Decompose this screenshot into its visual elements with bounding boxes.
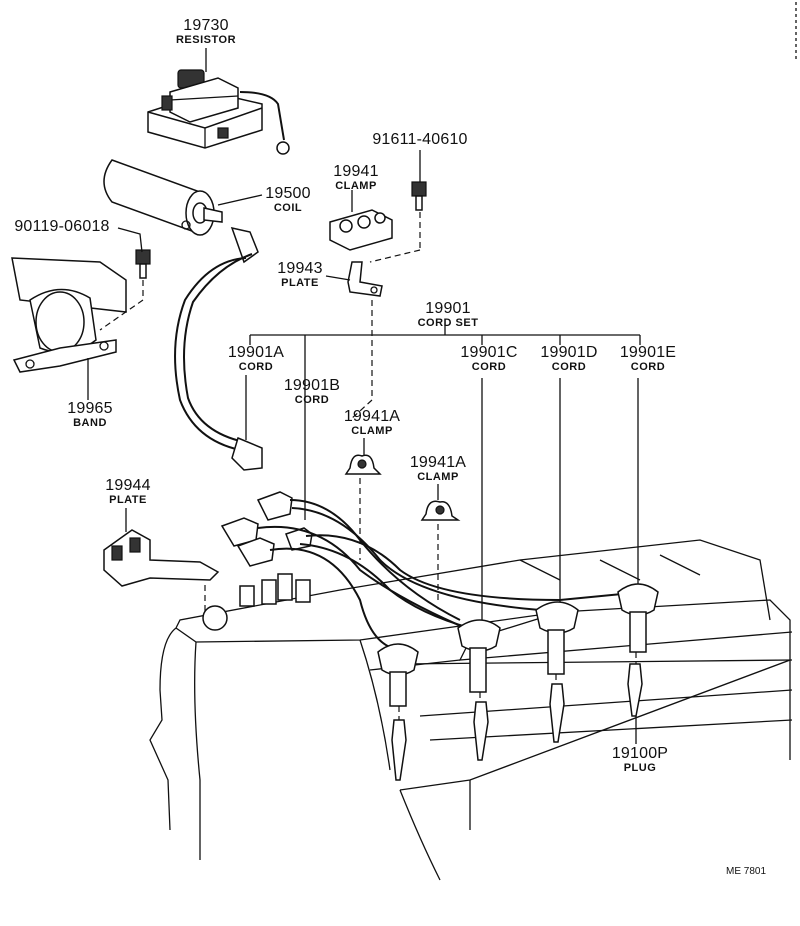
part-number: 90119-06018 xyxy=(14,218,110,235)
part-number: 19100P xyxy=(611,745,669,762)
plate-19944-part xyxy=(103,529,220,612)
spark-plugs xyxy=(377,583,659,781)
part-name: CLAMP xyxy=(417,471,459,483)
label-cordC: 19901C CORD xyxy=(460,345,517,373)
label-cordB: 19901B CORD xyxy=(284,378,340,406)
part-name: BAND xyxy=(73,417,107,429)
part-number: 19941 xyxy=(333,163,379,180)
label-cordE: 19901E CORD xyxy=(620,345,676,373)
part-number: 19901D xyxy=(540,344,598,361)
part-number: 19730 xyxy=(183,17,229,34)
part-name: CLAMP xyxy=(335,180,377,192)
plug-cords xyxy=(220,491,623,649)
part-name: CORD xyxy=(238,361,274,373)
engine-head xyxy=(149,539,793,881)
label-clampA1: 19941A CLAMP xyxy=(344,409,400,437)
band-bracket-group xyxy=(11,249,151,373)
resistor-part xyxy=(147,69,290,155)
part-name: CORD xyxy=(551,361,587,373)
part-name: COIL xyxy=(273,202,303,214)
plate-leader xyxy=(325,275,351,281)
label-plate2: 19944 PLATE xyxy=(105,478,151,506)
reference-code: ME 7801 xyxy=(726,866,767,877)
part-number: 91611-40610 xyxy=(372,131,468,148)
part-number: 19901C xyxy=(460,344,518,361)
label-band: 19965 BAND xyxy=(67,401,113,429)
part-name: RESISTOR xyxy=(175,34,237,46)
part-name: CORD xyxy=(630,361,666,373)
part-number: 19943 xyxy=(277,260,323,277)
label-clampA2: 19941A CLAMP xyxy=(410,455,466,483)
label-plate: 19943 PLATE xyxy=(277,261,323,289)
part-name: PLATE xyxy=(281,277,319,289)
label-cordset: 19901 CORD SET xyxy=(418,301,479,329)
part-number: 19901 xyxy=(425,300,471,317)
label-bolt2: 90119-06018 xyxy=(14,219,109,235)
part-name: CORD xyxy=(294,394,330,406)
label-clamp: 19941 CLAMP xyxy=(333,164,379,192)
coil-part xyxy=(103,159,263,471)
cordset-bracket xyxy=(245,326,641,625)
part-number: 19901B xyxy=(283,377,341,394)
part-number: 19901A xyxy=(227,344,285,361)
coil-leader xyxy=(217,194,263,206)
part-number: 19944 xyxy=(105,477,151,494)
part-number: 19965 xyxy=(67,400,113,417)
part-name: CORD xyxy=(471,361,507,373)
label-resistor: 19730 RESISTOR xyxy=(176,18,236,46)
bolt-clamp-plate-group xyxy=(329,181,427,421)
part-number: 19500 xyxy=(265,185,311,202)
label-cordA: 19901A CORD xyxy=(228,345,284,373)
part-number: 19901E xyxy=(619,344,677,361)
part-name: PLATE xyxy=(109,494,147,506)
label-cordD: 19901D CORD xyxy=(540,345,597,373)
bolt2-leader xyxy=(117,227,143,253)
part-number: 19941A xyxy=(409,454,467,471)
label-bolt: 91611-40610 xyxy=(372,132,467,148)
part-name: PLUG xyxy=(623,762,657,774)
part-name: CORD SET xyxy=(417,317,479,329)
part-name: CLAMP xyxy=(351,425,393,437)
part-number: 19941A xyxy=(343,408,401,425)
label-plug: 19100P PLUG xyxy=(612,746,668,774)
label-coil: 19500 COIL xyxy=(265,186,311,214)
